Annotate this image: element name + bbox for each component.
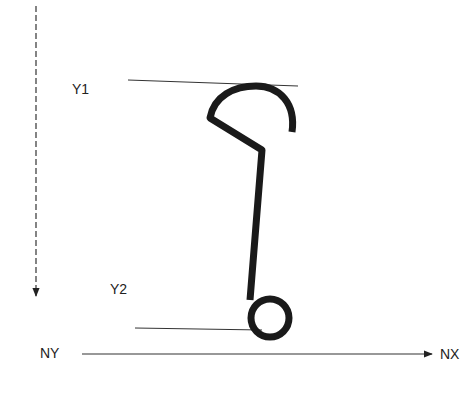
ny-axis [35, 6, 36, 296]
dimension-label: Y1 [72, 82, 89, 96]
y2-line [135, 328, 262, 330]
hook-stroke [210, 86, 293, 300]
axis-label: NX [440, 347, 459, 361]
y1-line [128, 80, 298, 86]
dimension-label: Y2 [110, 282, 127, 296]
axis-label: NY [40, 346, 59, 360]
hook-loop [251, 299, 289, 337]
nx-axis [82, 353, 432, 354]
